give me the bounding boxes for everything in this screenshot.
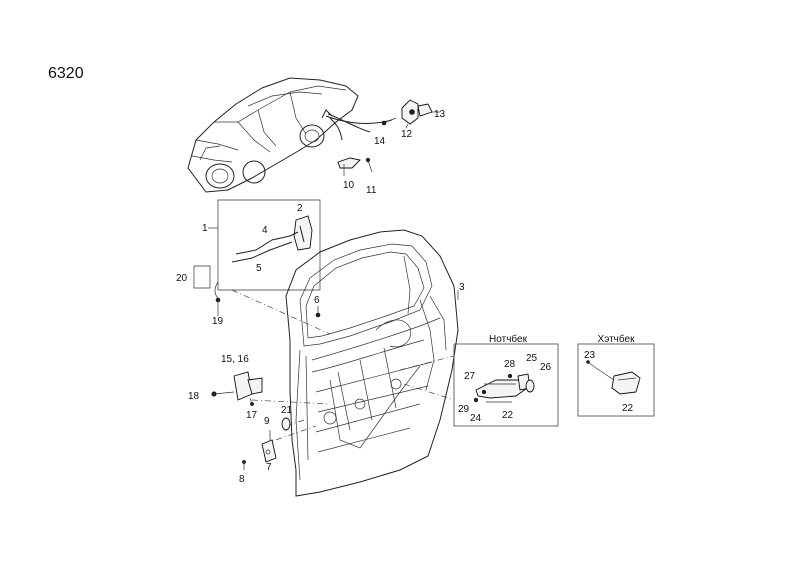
construction-line — [403, 383, 455, 401]
leader-line — [325, 115, 393, 124]
callout-26: 26 — [540, 362, 552, 373]
callout-24: 24 — [470, 413, 482, 424]
callout-10: 10 — [343, 180, 355, 191]
callout-2: 2 — [297, 203, 303, 214]
callout-21: 21 — [281, 405, 293, 416]
callout-28: 28 — [504, 359, 516, 370]
part-hinge-upper — [381, 99, 440, 129]
leader-line — [329, 117, 343, 141]
callout-22-hatchback: 22 — [622, 403, 634, 414]
callout-9: 9 — [264, 416, 270, 427]
callout-20: 20 — [176, 273, 188, 284]
callout-23: 23 — [584, 350, 596, 361]
callout-25: 25 — [526, 353, 538, 364]
construction-line — [399, 355, 455, 371]
callout-12: 12 — [401, 129, 413, 140]
notchback-handle-group — [453, 343, 559, 427]
variant-label-notchback: Нотчбек — [489, 333, 528, 345]
callout-5: 5 — [256, 263, 262, 274]
callout-7: 7 — [266, 462, 272, 473]
leader-line — [327, 113, 371, 133]
variant-label-hatchback: Хэтчбек — [598, 333, 636, 345]
callout-6: 6 — [314, 295, 320, 306]
callout-18: 18 — [188, 391, 200, 402]
part-door-stopper — [242, 430, 277, 470]
part-hinge-lower — [211, 371, 263, 406]
callout-13: 13 — [434, 109, 446, 120]
hatchback-handle-group — [577, 343, 655, 417]
diagram-code: 6320 — [48, 65, 84, 82]
callout-8: 8 — [239, 474, 245, 485]
callout-14: 14 — [374, 136, 386, 147]
callout-17: 17 — [246, 410, 258, 421]
part-door-check — [337, 157, 373, 176]
callout-11: 11 — [366, 185, 377, 196]
callout-4: 4 — [262, 225, 268, 236]
rear-door — [285, 229, 459, 497]
callout-22-notchback: 22 — [502, 410, 514, 421]
callout-29: 29 — [458, 404, 470, 415]
car-illustration — [187, 77, 359, 193]
part-screw — [315, 312, 321, 318]
lock-assembly-group — [193, 199, 321, 316]
construction-line — [251, 399, 331, 405]
callout-3: 3 — [459, 282, 465, 293]
part-plug — [281, 417, 291, 431]
callout-27: 27 — [464, 371, 476, 382]
callout-19: 19 — [212, 316, 224, 327]
callout-15-16: 15, 16 — [221, 354, 249, 365]
construction-line — [231, 289, 331, 335]
callout-1: 1 — [202, 223, 208, 234]
